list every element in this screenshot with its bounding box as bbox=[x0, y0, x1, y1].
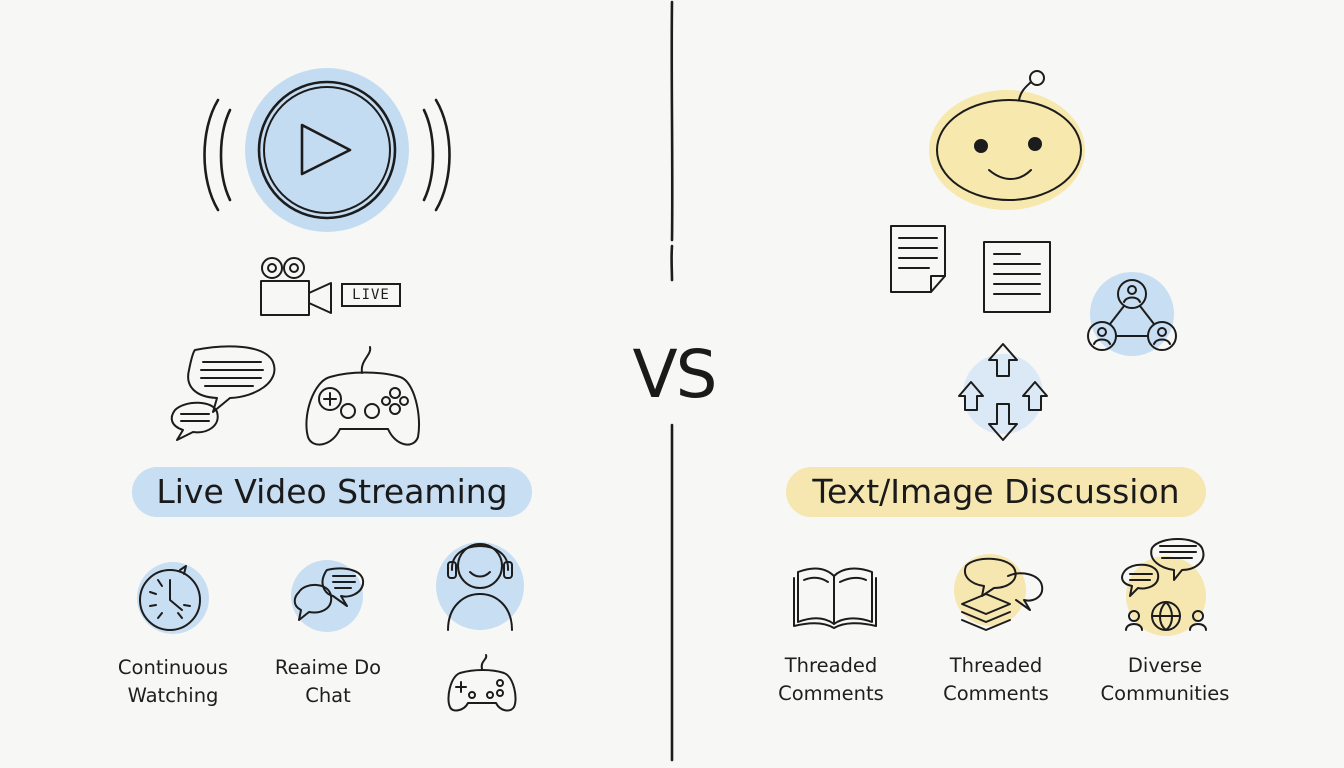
video-camera-icon bbox=[260, 257, 332, 316]
play-button-icon bbox=[203, 68, 451, 232]
upvote-downvote-arrows-icon bbox=[958, 343, 1048, 441]
stacked-posts-icon bbox=[954, 554, 1044, 631]
left-section-title: Live Video Streaming bbox=[132, 467, 532, 517]
user-network-icon bbox=[1087, 272, 1177, 356]
clock-icon bbox=[137, 562, 209, 634]
streamer-headset-icon bbox=[436, 542, 524, 631]
gamepad-icon bbox=[305, 346, 420, 446]
vs-label: VS bbox=[632, 336, 717, 413]
gamepad-icon bbox=[447, 654, 517, 712]
center-divider bbox=[670, 0, 674, 762]
community-globe-icon bbox=[1121, 538, 1207, 636]
document-icon bbox=[890, 225, 946, 293]
document-icon bbox=[983, 241, 1051, 313]
chat-bubbles-icon bbox=[170, 345, 276, 441]
right-section-title: Text/Image Discussion bbox=[786, 467, 1206, 517]
open-book-icon bbox=[793, 567, 877, 629]
live-badge: LIVE bbox=[341, 283, 401, 307]
robot-face-icon bbox=[929, 70, 1085, 210]
chat-bubbles-icon bbox=[291, 560, 365, 632]
